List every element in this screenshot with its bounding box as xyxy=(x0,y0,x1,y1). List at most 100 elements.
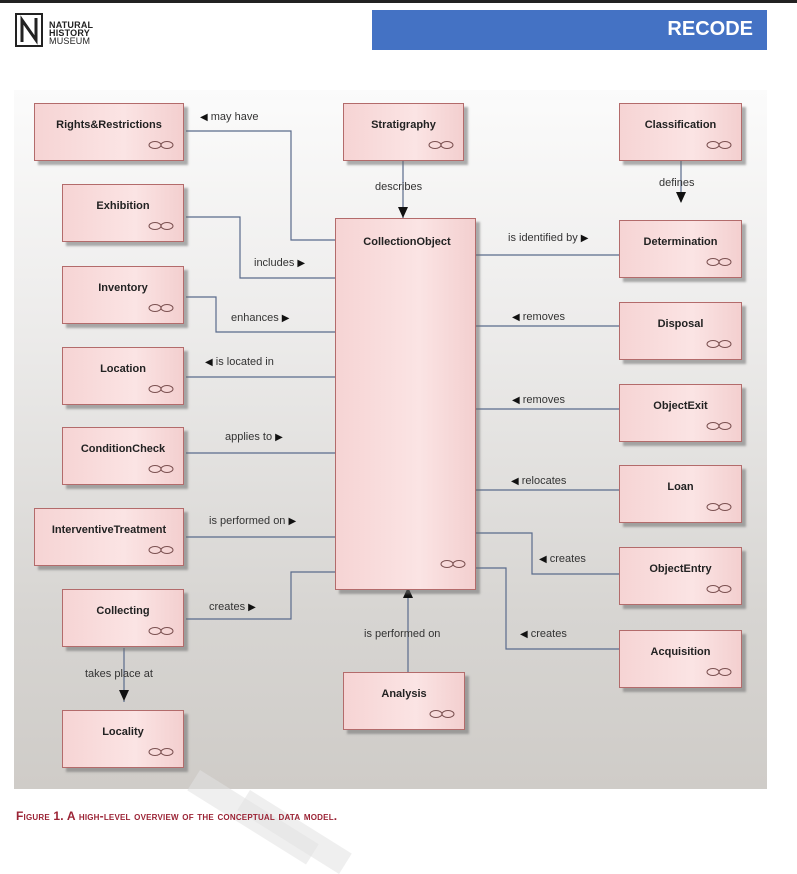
logo-line-3: MUSEUM xyxy=(49,36,91,46)
entity-objectexit: ObjectExit xyxy=(619,384,742,442)
relation-relocates: ◀ relocates xyxy=(511,475,566,487)
arrow-right-icon: ▶ xyxy=(580,233,589,244)
logo-wordmark: NATURAL HISTORY MUSEUM xyxy=(49,20,94,46)
entity-title: Collecting xyxy=(96,605,150,617)
entity-title: Inventory xyxy=(98,282,148,294)
relation-creates-acquisition: ◀ creates xyxy=(520,628,567,640)
link-icon xyxy=(706,585,732,593)
relation-text: creates xyxy=(209,601,246,613)
relation-includes: includes ▶ xyxy=(254,257,305,269)
relation-text: creates xyxy=(549,553,586,565)
entity-title: Rights&Restrictions xyxy=(56,119,162,131)
link-icon xyxy=(148,222,174,230)
connector-lines xyxy=(119,130,686,702)
link-icon xyxy=(148,465,174,473)
relation-text: removes xyxy=(522,394,565,406)
arrow-left-icon: ◀ xyxy=(520,629,528,640)
arrow-left-icon: ◀ xyxy=(512,395,520,406)
relation-text: may have xyxy=(210,111,259,123)
link-icon xyxy=(428,141,454,149)
entity-collecting: Collecting xyxy=(62,589,184,647)
relation-text: removes xyxy=(522,311,565,323)
relation-applies-to: applies to ▶ xyxy=(225,431,283,443)
banner-title: RECODE xyxy=(667,18,753,40)
relation-text: relocates xyxy=(521,475,567,487)
entity-analysis: Analysis xyxy=(343,672,465,730)
arrow-up-icon xyxy=(403,587,413,598)
arrow-right-icon: ▶ xyxy=(281,313,290,324)
entity-title: ObjectEntry xyxy=(649,563,712,575)
relation-is-performed-on-analysis: is performed on xyxy=(364,628,440,640)
arrow-down-icon xyxy=(119,690,129,701)
entity-title: Loan xyxy=(667,481,694,493)
figure-canvas: Rights&Restrictions Stratigraphy Classif… xyxy=(14,90,767,789)
relation-text: is located in xyxy=(215,356,274,368)
entity-classification: Classification xyxy=(619,103,742,161)
link-icon xyxy=(148,627,174,635)
relation-text: is identified by xyxy=(508,232,578,244)
entity-determination: Determination xyxy=(619,220,742,278)
entity-title: ConditionCheck xyxy=(80,443,166,455)
link-icon xyxy=(148,748,174,756)
link-icon xyxy=(706,258,732,266)
entity-interventivetreatment: InterventiveTreatment xyxy=(34,508,184,566)
relation-text: creates xyxy=(530,628,567,640)
relation-takes-place-at: takes place at xyxy=(85,668,153,680)
nhm-logo: NATURAL HISTORY MUSEUM xyxy=(14,12,134,52)
arrow-left-icon: ◀ xyxy=(539,554,547,565)
recode-banner: RECODE xyxy=(372,10,767,50)
entity-title: Locality xyxy=(102,726,144,738)
entity-acquisition: Acquisition xyxy=(619,630,742,688)
relation-creates-collecting: creates ▶ xyxy=(209,601,256,613)
link-icon xyxy=(706,503,732,511)
arrow-right-icon: ▶ xyxy=(248,602,256,613)
relation-describes: describes xyxy=(375,181,422,193)
logo-line-1: NATURAL xyxy=(49,20,94,30)
link-icon xyxy=(148,546,174,554)
entity-rights-restrictions: Rights&Restrictions xyxy=(34,103,184,161)
entity-disposal: Disposal xyxy=(619,302,742,360)
entity-title: ObjectExit xyxy=(653,400,708,412)
arrow-right-icon: ▶ xyxy=(275,432,283,443)
relation-text: describes xyxy=(375,181,423,193)
relation-text: applies to xyxy=(225,431,273,443)
link-icon xyxy=(706,668,732,676)
relation-is-located-in: ◀ is located in xyxy=(205,356,274,368)
link-icon xyxy=(706,422,732,430)
entity-title: Exhibition xyxy=(96,200,150,212)
entity-conditioncheck: ConditionCheck xyxy=(62,427,184,485)
link-icon xyxy=(706,141,732,149)
relation-is-identified-by: is identified by ▶ xyxy=(508,232,588,244)
link-icon xyxy=(148,141,174,149)
link-icon xyxy=(148,385,174,393)
entity-title: Disposal xyxy=(657,318,704,330)
arrow-down-icon xyxy=(398,207,408,218)
entity-title: Analysis xyxy=(381,688,427,700)
entity-title: CollectionObject xyxy=(363,236,451,248)
arrow-left-icon: ◀ xyxy=(205,357,213,368)
relation-text: is performed on xyxy=(209,515,286,527)
entity-loan: Loan xyxy=(619,465,742,523)
relation-is-performed-on-treatment: is performed on ▶ xyxy=(209,515,296,527)
arrow-left-icon: ◀ xyxy=(511,476,519,487)
relation-defines: defines xyxy=(659,177,694,189)
entity-title: InterventiveTreatment xyxy=(51,524,167,536)
logo-line-2: HISTORY xyxy=(49,28,90,38)
arrow-down-icon xyxy=(676,192,686,203)
arrow-left-icon: ◀ xyxy=(512,312,520,323)
relation-text: includes xyxy=(254,257,295,269)
link-icon xyxy=(148,304,174,312)
entity-location: Location xyxy=(62,347,184,405)
entity-collectionobject: CollectionObject xyxy=(335,218,476,590)
entity-objectentry: ObjectEntry xyxy=(619,547,742,605)
link-icon xyxy=(440,560,466,568)
arrow-right-icon: ▶ xyxy=(288,516,297,527)
relation-text: enhances xyxy=(231,312,279,324)
entity-inventory: Inventory xyxy=(62,266,184,324)
entity-title: Classification xyxy=(644,119,717,131)
entity-locality: Locality xyxy=(62,710,184,768)
entity-title: Location xyxy=(100,363,146,375)
relation-removes-objectexit: ◀ removes xyxy=(512,394,565,406)
relation-text: takes place at xyxy=(85,668,153,680)
relation-may-have: ◀ may have xyxy=(200,111,258,123)
